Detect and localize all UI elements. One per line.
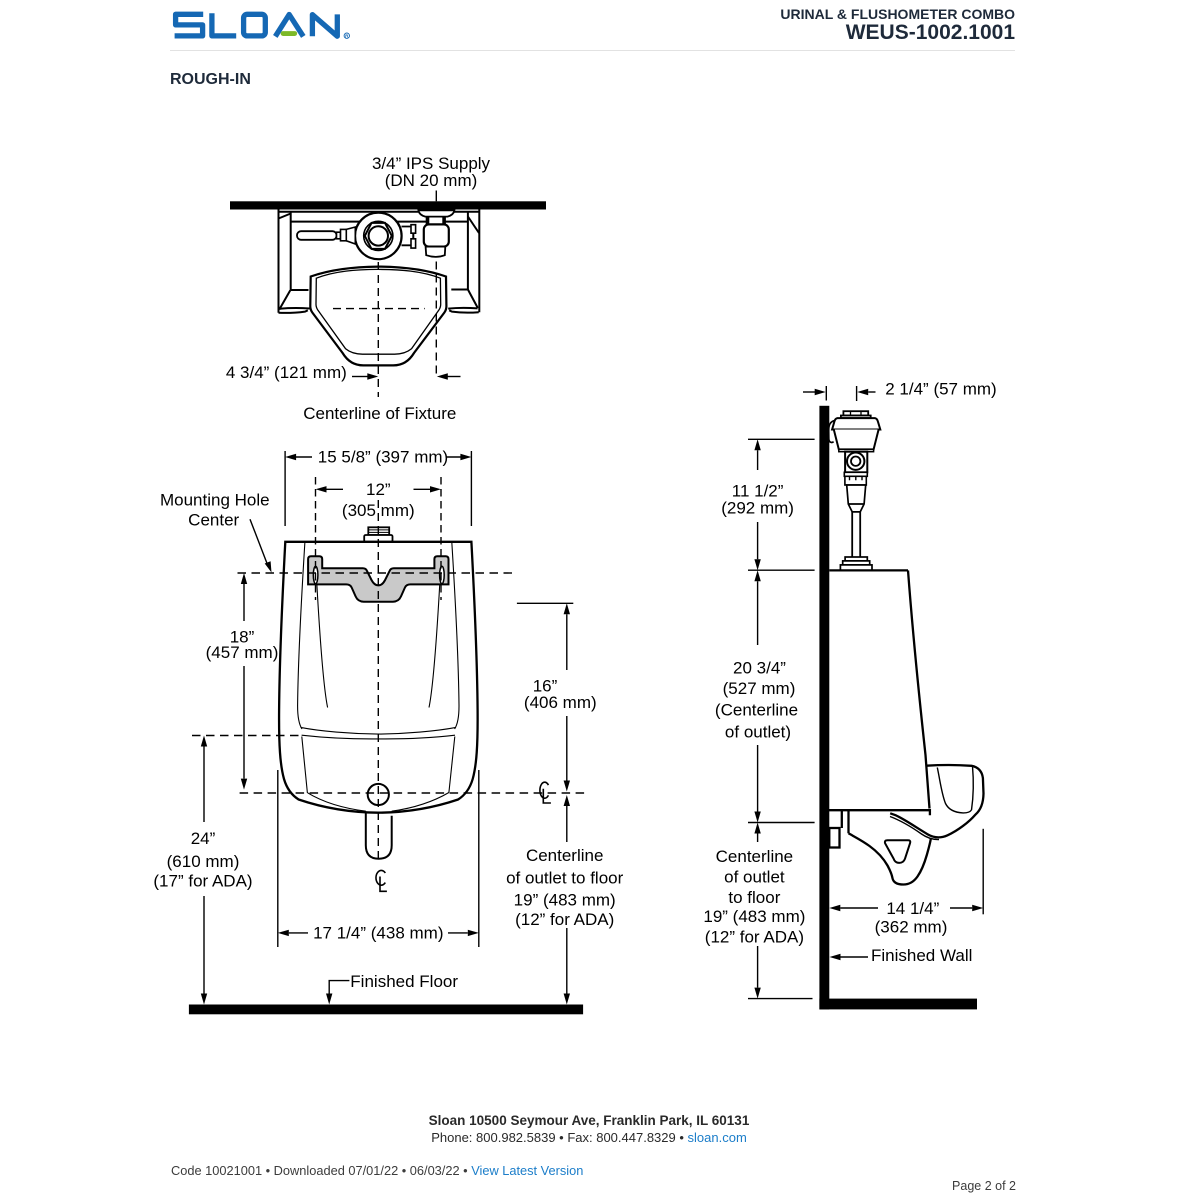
svg-text:14 1/4”: 14 1/4”	[886, 899, 939, 918]
svg-text:to floor: to floor	[728, 888, 780, 907]
svg-text:Centerline: Centerline	[526, 846, 604, 865]
svg-text:(457 mm): (457 mm)	[206, 643, 279, 662]
svg-text:19” (483 mm): 19” (483 mm)	[703, 907, 805, 926]
svg-text:of outlet): of outlet)	[725, 723, 791, 742]
svg-text:Centerline: Centerline	[716, 847, 794, 866]
svg-text:2 1/4” (57 mm): 2 1/4” (57 mm)	[885, 380, 996, 399]
svg-text:24”: 24”	[191, 829, 216, 848]
svg-text:19” (483 mm): 19” (483 mm)	[514, 891, 616, 910]
svg-text:Finished Wall: Finished Wall	[871, 946, 972, 965]
svg-text:16”: 16”	[533, 677, 558, 696]
svg-text:(12” for ADA): (12” for ADA)	[515, 910, 614, 929]
svg-text:Finished Floor: Finished Floor	[350, 972, 458, 991]
svg-text:Center: Center	[188, 511, 239, 530]
svg-text:(305 mm): (305 mm)	[342, 501, 415, 520]
svg-text:(12” for ADA): (12” for ADA)	[705, 928, 804, 947]
svg-text:(362 mm): (362 mm)	[875, 918, 948, 937]
svg-text:20 3/4”: 20 3/4”	[733, 659, 786, 678]
svg-text:3/4” IPS Supply: 3/4” IPS Supply	[372, 154, 491, 173]
svg-text:Mounting Hole: Mounting Hole	[160, 491, 270, 510]
svg-text:(610 mm): (610 mm)	[167, 852, 240, 871]
svg-text:(17” for ADA): (17” for ADA)	[153, 872, 252, 891]
svg-text:18”: 18”	[230, 628, 255, 647]
svg-text:11 1/2”: 11 1/2”	[732, 482, 784, 501]
svg-text:(406 mm): (406 mm)	[524, 693, 597, 712]
svg-text:R: R	[345, 34, 349, 39]
svg-text:15 5/8” (397 mm): 15 5/8” (397 mm)	[318, 448, 448, 467]
svg-text:(292 mm): (292 mm)	[721, 499, 794, 518]
svg-text:(DN 20 mm): (DN 20 mm)	[385, 171, 478, 190]
svg-text:12”: 12”	[366, 480, 391, 499]
svg-text:4 3/4” (121 mm): 4 3/4” (121 mm)	[226, 363, 347, 382]
svg-text:of outlet to floor: of outlet to floor	[506, 869, 624, 888]
svg-text:(527 mm): (527 mm)	[723, 679, 796, 698]
svg-text:of outlet: of outlet	[724, 868, 785, 887]
svg-text:17 1/4” (438 mm): 17 1/4” (438 mm)	[313, 924, 443, 943]
svg-text:Centerline of Fixture: Centerline of Fixture	[303, 404, 456, 423]
svg-text:(Centerline: (Centerline	[715, 701, 798, 720]
